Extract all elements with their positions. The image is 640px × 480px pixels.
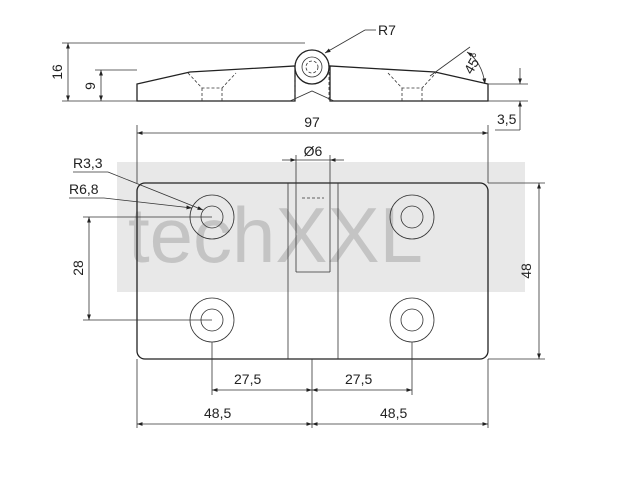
left-leaf-profile <box>136 65 296 102</box>
dim-leaf-height: 9 <box>82 82 98 90</box>
right-leaf-profile <box>329 65 489 102</box>
dim-half-width-left: 48,5 <box>204 405 231 421</box>
hinge-outline <box>136 182 489 360</box>
countersink-left-bore <box>201 88 223 101</box>
dim-hole-offset-right: 27,5 <box>345 371 372 387</box>
watermark-logo: techXXL <box>117 162 525 292</box>
dim-hole-offset-left: 27,5 <box>234 371 261 387</box>
watermark-band <box>117 162 525 292</box>
label-hole-radius: R3,3 <box>73 155 103 171</box>
hole-bore <box>400 205 424 229</box>
knuckle-outer <box>294 49 330 85</box>
pin-hidden-edge <box>305 60 319 74</box>
dim-countersink-depth: 3,5 <box>497 111 517 127</box>
dim-half-width-right: 48,5 <box>380 405 407 421</box>
dim-hole-pitch-vertical: 28 <box>70 260 86 276</box>
dim-overall-height: 48 <box>518 263 534 279</box>
side-view: 16 9 R7 45° 3,5 <box>49 22 528 131</box>
countersink-right <box>387 72 437 89</box>
pin-circle <box>301 56 323 78</box>
countersink-left <box>187 72 237 89</box>
leader-r33 <box>107 171 204 211</box>
angle-arc <box>466 51 487 85</box>
leader-r68 <box>103 197 193 210</box>
label-angle: 45° <box>460 50 484 76</box>
hole-top-right <box>389 194 435 240</box>
countersink-right-bore <box>401 88 423 101</box>
angle-ref-line <box>429 46 471 77</box>
dim-total-height: 16 <box>49 64 65 80</box>
dim-pin-diameter: Ø6 <box>304 143 323 159</box>
dim-overall-width: 97 <box>304 114 320 130</box>
label-boss-radius: R6,8 <box>69 181 99 197</box>
label-knuckle-radius: R7 <box>378 22 396 38</box>
hole-boss <box>389 194 435 240</box>
top-view: 97 Ø6 R3,3 R6,8 28 48 27,5 27,5 <box>69 114 545 428</box>
hole-bore <box>400 308 424 332</box>
leader-r7 <box>324 29 366 54</box>
watermark-text: techXXL <box>128 191 423 279</box>
knuckle-gap <box>289 90 335 102</box>
